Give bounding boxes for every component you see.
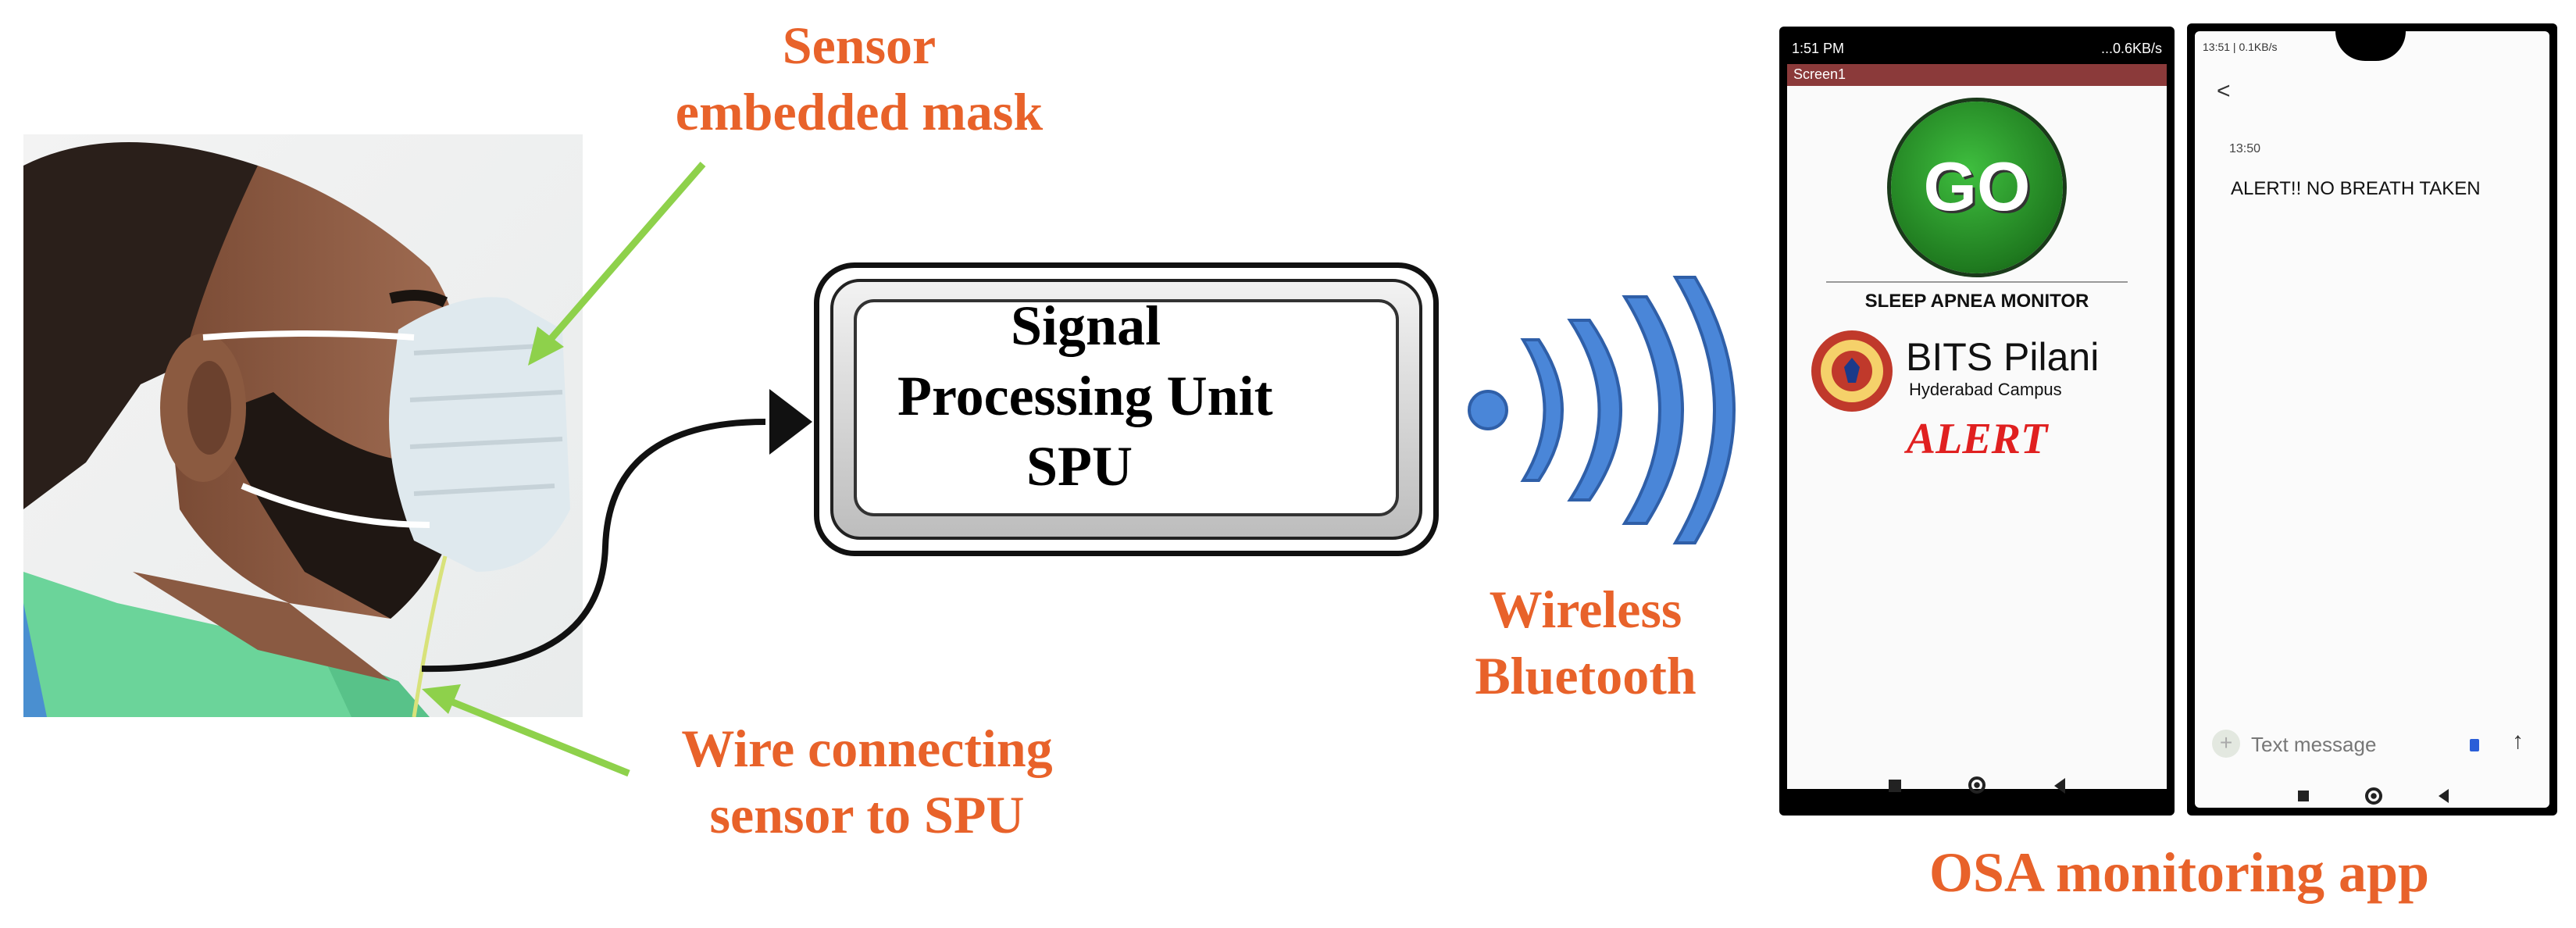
phone-2-notch [2335, 31, 2406, 61]
wireless-label: Wireless Bluetooth [1422, 576, 1750, 709]
wire-connector-curve [421, 419, 766, 673]
institute-name: BITS Pilani [1906, 335, 2100, 379]
alert-message: ALERT!! NO BREATH TAKEN [2231, 178, 2481, 199]
back-nav-icon[interactable] [2054, 778, 2065, 794]
app-title: SLEEP APNEA MONITOR [1864, 291, 2089, 312]
home-nav-icon[interactable] [1968, 776, 1986, 794]
institute-campus: Hyderabad Campus [1909, 380, 2062, 399]
phone-2-status-left: 13:51 | 0.1KB/s [2203, 41, 2278, 53]
sim-icon [2470, 739, 2479, 751]
phone-2-recent-nav-icon[interactable] [2298, 791, 2309, 801]
sensor-mask-label-line2: embedded mask [675, 82, 1044, 141]
go-button-label: GO [1923, 148, 2031, 225]
mask-pointer-arrow [544, 162, 706, 346]
message-time: 13:50 [2229, 142, 2261, 155]
spu-line2: Processing Unit [897, 365, 1273, 427]
phone-1-titlebar: Screen1 [1787, 64, 2167, 86]
phone-2: 13:51 | 0.1KB/s < 13:50 ALERT!! NO BREAT… [2187, 23, 2557, 816]
wire-label: Wire connecting sensor to SPU [609, 716, 1125, 848]
app-label: OSA monitoring app [1928, 841, 2430, 904]
spu-line3: SPU [1026, 435, 1133, 498]
spu-box-bevel [830, 279, 1422, 540]
message-input[interactable]: Text message [2251, 733, 2377, 756]
phone-1-status-time: 1:51 PM [1792, 41, 1845, 56]
wireless-label-line2: Bluetooth [1475, 646, 1697, 705]
wire-label-line1: Wire connecting [681, 719, 1053, 778]
person-photo [23, 134, 583, 717]
spu-line1: Signal [1011, 294, 1161, 357]
phone-2-back-nav-icon[interactable] [2439, 789, 2449, 803]
phone-2-home-nav-icon[interactable] [2365, 787, 2382, 805]
send-icon[interactable]: ↑ [2512, 728, 2524, 754]
alert-label: ALERT [1906, 415, 2048, 463]
add-icon[interactable]: + [2212, 730, 2240, 758]
phone-1-status-right: ...0.6KB/s [2100, 41, 2162, 56]
spu-box-inner [854, 299, 1399, 516]
bits-logo-icon [1811, 330, 1893, 412]
phone-2-back-button[interactable]: < [2217, 78, 2231, 104]
spu-box: Signal Processing Unit SPU [814, 262, 1439, 556]
go-button[interactable]: GO [1891, 102, 2063, 273]
bluetooth-wave-icon [1468, 276, 1736, 544]
phone-1-statusbar: 1:51 PM ...0.6KB/s [1787, 36, 2167, 62]
phone-1: 1:51 PM ...0.6KB/s Screen1 GO SLEEP APNE… [1779, 27, 2175, 816]
phone-1-navbar [1787, 767, 2167, 806]
phone-2-screen: 13:51 | 0.1KB/s < 13:50 ALERT!! NO BREAT… [2195, 31, 2549, 808]
phone-1-screen: GO SLEEP APNEA MONITOR BITS Pilani Hyder… [1787, 86, 2167, 789]
sensor-mask-label: Sensor embedded mask [609, 12, 1109, 145]
wire-pointer-arrow [444, 695, 630, 777]
phone-1-divider [1826, 281, 2128, 283]
recent-nav-icon[interactable] [1889, 780, 1901, 792]
wireless-label-line1: Wireless [1489, 580, 1682, 639]
wire-label-line2: sensor to SPU [709, 785, 1025, 844]
sensor-mask-label-line1: Sensor [782, 16, 937, 75]
phone-1-screen-title: Screen1 [1793, 66, 1846, 82]
